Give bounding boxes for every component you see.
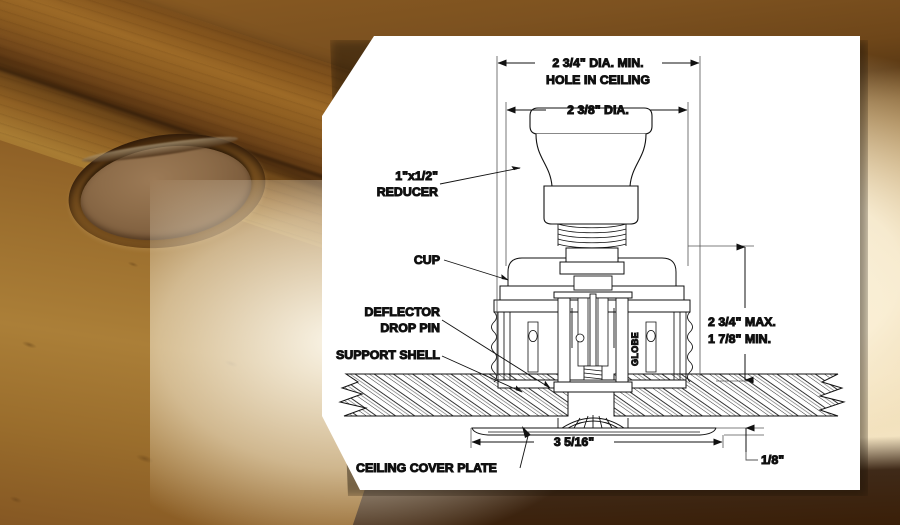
dim-hole-dia-line1: 2 3/4" DIA. MIN. — [552, 56, 643, 70]
leader-deflector — [441, 319, 551, 389]
callout-reducer-line1: 1"x1/2" — [395, 169, 438, 183]
dim-hole-dia-line2: HOLE IN CEILING — [546, 73, 650, 87]
technical-drawing: GLOBE 2 3/4" DIA. MIN. — [336, 56, 846, 476]
dimension-depth — [688, 243, 754, 384]
leader-reducer — [439, 166, 521, 185]
dimension-plate-thickness — [716, 424, 764, 461]
dimension-cup-diameter — [505, 102, 689, 266]
callout-leaders — [439, 166, 551, 469]
dim-cup-dia: 2 3/8" DIA. — [567, 103, 629, 117]
dimension-hole-diameter — [496, 56, 701, 376]
reducer-body — [529, 107, 653, 249]
dimension-plate-diameter — [470, 428, 724, 448]
sprinkler-body — [553, 247, 633, 393]
deflector — [557, 415, 629, 429]
callout-deflector-line1: DEFLECTOR — [365, 305, 441, 319]
leader-cup — [443, 259, 509, 281]
dim-depth-max: 2 3/4" MAX. — [708, 315, 776, 329]
callout-support-shell: SUPPORT SHELL — [336, 348, 440, 362]
callout-reducer-line2: REDUCER — [377, 185, 438, 199]
dim-plate-dia: 3 5/16" — [554, 435, 594, 449]
dim-depth-min: 1 7/8" MIN. — [708, 332, 771, 346]
leader-support-shell — [441, 355, 523, 393]
callout-cup: CUP — [414, 253, 440, 267]
callout-deflector-line2: DROP PIN — [380, 321, 440, 335]
ceiling-cover-plate-part — [471, 427, 717, 436]
leader-cover-plate — [522, 426, 531, 438]
callout-ceiling-cover-plate: CEILING COVER PLATE — [356, 461, 497, 475]
brand-mark: GLOBE — [630, 332, 640, 366]
dim-plate-thickness: 1/8" — [761, 453, 784, 467]
